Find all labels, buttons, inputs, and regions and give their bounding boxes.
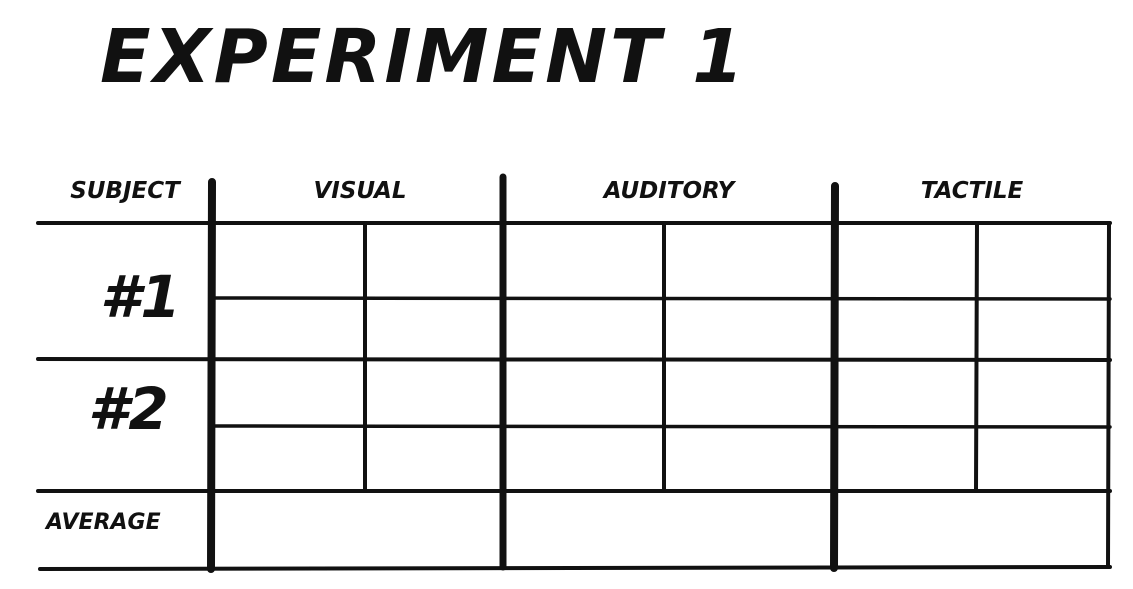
tactile-subcolumn-divider	[974, 221, 979, 493]
row-label-subject-2: #2	[88, 375, 169, 443]
row-label-subject-1: #1	[100, 263, 181, 331]
row-label-average: Average	[46, 510, 161, 535]
row1-bottom-line	[36, 357, 1112, 362]
column-header-tactile: Tactile	[920, 178, 1024, 204]
subject-divider	[207, 178, 216, 573]
row2-mid-line	[210, 424, 1112, 429]
page-title: Experiment 1	[100, 14, 747, 100]
table-bottom-line	[38, 565, 1112, 571]
auditory-tactile-divider	[830, 182, 839, 572]
column-header-visual: Visual	[313, 178, 407, 204]
table-right-border	[1106, 221, 1111, 569]
row1-mid-line	[210, 296, 1112, 301]
column-header-subject: Subject	[70, 178, 180, 204]
column-header-auditory: Auditory	[603, 178, 735, 204]
